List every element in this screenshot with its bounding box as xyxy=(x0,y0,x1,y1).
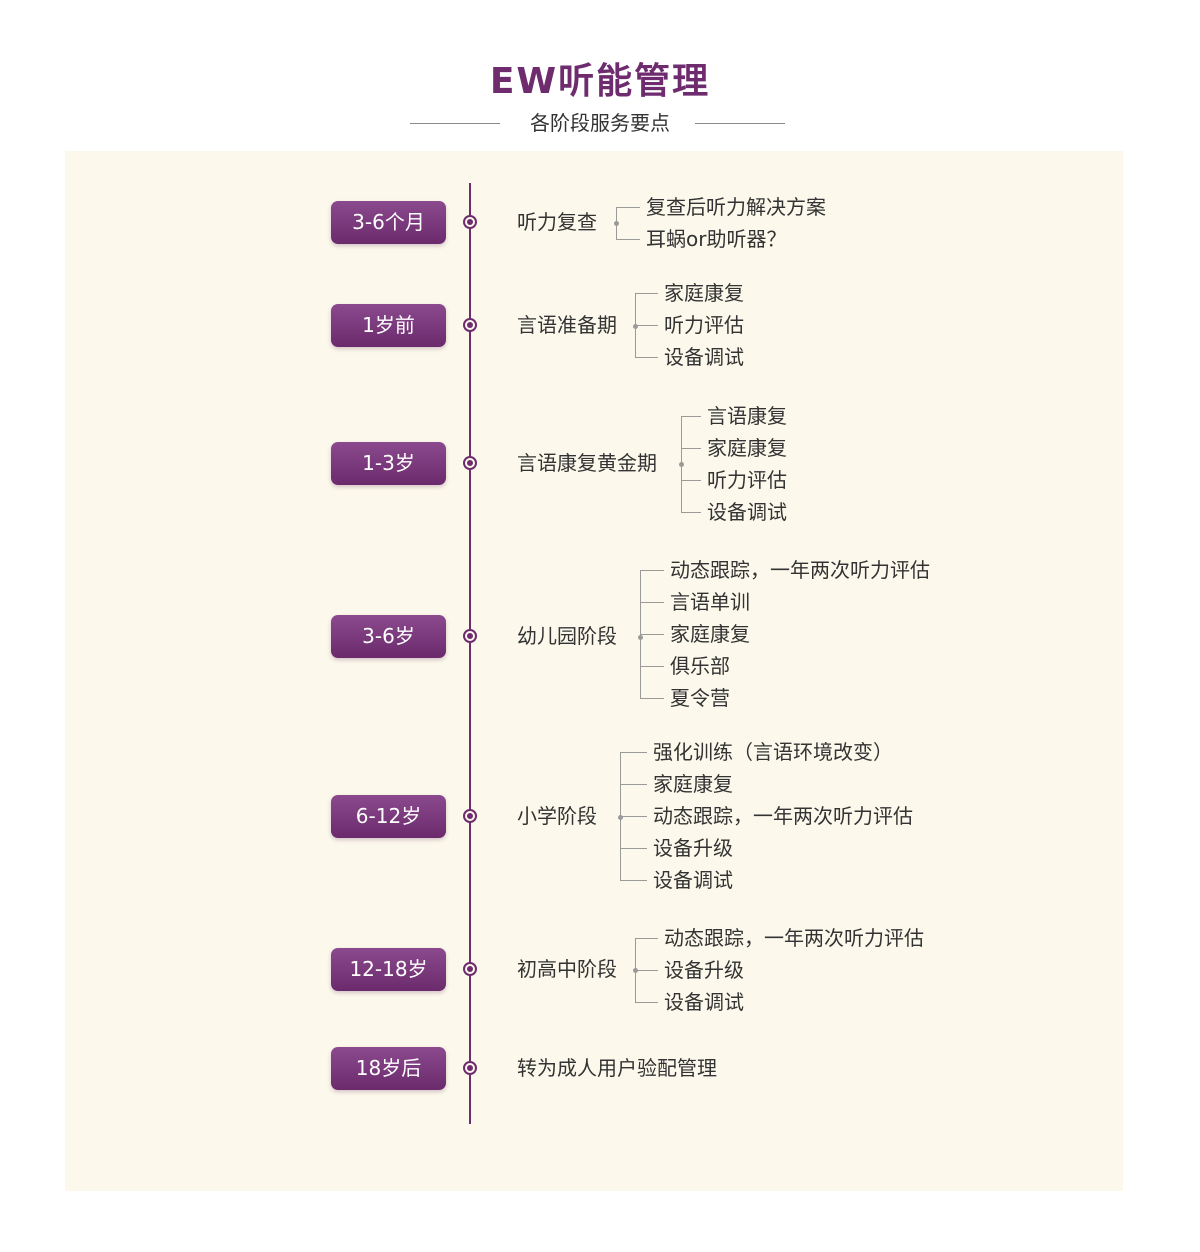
bracket-tick xyxy=(635,325,658,326)
bracket-tick xyxy=(640,602,664,603)
bracket-tick xyxy=(620,816,647,817)
bracket-tick xyxy=(635,970,658,971)
service-item: 强化训练（言语环境改变） xyxy=(653,740,893,764)
timeline-node-icon xyxy=(463,962,477,976)
bracket-tick xyxy=(616,207,640,208)
bracket-tick xyxy=(640,570,664,571)
bracket-tick xyxy=(620,784,647,785)
bracket-tick xyxy=(635,1002,658,1003)
page-title: EW听能管理 xyxy=(489,61,711,102)
bracket-connector-dot xyxy=(633,324,638,329)
service-item: 设备调试 xyxy=(707,500,787,524)
bracket-tick xyxy=(635,293,658,294)
subtitle-divider-left xyxy=(410,123,500,124)
stage-badge: 1-3岁 xyxy=(331,442,446,485)
bracket-tick xyxy=(681,480,701,481)
service-item: 设备升级 xyxy=(664,958,744,982)
service-item: 家庭康复 xyxy=(653,772,733,796)
subtitle-divider-right xyxy=(695,123,785,124)
stage-badge: 6-12岁 xyxy=(331,795,446,838)
bracket-tick xyxy=(620,880,647,881)
timeline-node-icon xyxy=(463,809,477,823)
service-item: 设备升级 xyxy=(653,836,733,860)
bracket-tick xyxy=(681,512,701,513)
bracket-connector-dot xyxy=(638,635,643,640)
service-item: 家庭康复 xyxy=(664,281,744,305)
service-item: 复查后听力解决方案 xyxy=(646,195,826,219)
service-item: 家庭康复 xyxy=(707,436,787,460)
bracket-tick xyxy=(640,666,664,667)
timeline-node-icon xyxy=(463,1061,477,1075)
service-item: 俱乐部 xyxy=(670,654,730,678)
service-item: 设备调试 xyxy=(664,345,744,369)
phase-label: 听力复查 xyxy=(517,210,597,234)
service-item: 耳蜗or助听器？ xyxy=(646,227,787,251)
timeline-node-icon xyxy=(463,629,477,643)
subtitle-row: 各阶段服务要点 xyxy=(0,108,1200,138)
bracket-connector-dot xyxy=(614,221,619,226)
bracket-tick xyxy=(620,752,647,753)
stage-badge: 18岁后 xyxy=(331,1047,446,1090)
phase-label: 言语准备期 xyxy=(517,313,617,337)
service-item: 设备调试 xyxy=(664,990,744,1014)
phase-label: 幼儿园阶段 xyxy=(517,624,617,648)
stage-badge: 3-6个月 xyxy=(331,201,446,244)
bracket-tick xyxy=(635,938,658,939)
phase-label: 初高中阶段 xyxy=(517,957,617,981)
timeline-panel xyxy=(65,151,1123,1191)
phase-label: 转为成人用户验配管理 xyxy=(517,1056,717,1080)
stage-badge: 3-6岁 xyxy=(331,615,446,658)
service-item: 言语单训 xyxy=(670,590,750,614)
bracket-tick xyxy=(681,448,701,449)
bracket-tick xyxy=(640,634,664,635)
timeline-axis xyxy=(469,183,471,1124)
service-item: 动态跟踪，一年两次听力评估 xyxy=(653,804,913,828)
service-item: 言语康复 xyxy=(707,404,787,428)
timeline-node-icon xyxy=(463,318,477,332)
service-item: 动态跟踪，一年两次听力评估 xyxy=(670,558,930,582)
bracket-tick xyxy=(640,698,664,699)
service-item: 夏令营 xyxy=(670,686,730,710)
service-item: 家庭康复 xyxy=(670,622,750,646)
phase-label: 言语康复黄金期 xyxy=(517,451,657,475)
service-item: 听力评估 xyxy=(664,313,744,337)
timeline-node-icon xyxy=(463,215,477,229)
phase-label: 小学阶段 xyxy=(517,804,597,828)
stage-badge: 12-18岁 xyxy=(331,948,446,991)
timeline-node-icon xyxy=(463,456,477,470)
bracket-tick xyxy=(616,239,640,240)
stage-badge: 1岁前 xyxy=(331,304,446,347)
bracket-connector-dot xyxy=(633,968,638,973)
service-item: 动态跟踪，一年两次听力评估 xyxy=(664,926,924,950)
bracket-tick xyxy=(620,848,647,849)
page-subtitle: 各阶段服务要点 xyxy=(530,111,670,135)
service-item: 设备调试 xyxy=(653,868,733,892)
bracket-tick xyxy=(635,357,658,358)
bracket-tick xyxy=(681,416,701,417)
service-item: 听力评估 xyxy=(707,468,787,492)
bracket-connector-dot xyxy=(618,815,623,820)
bracket-connector-dot xyxy=(679,462,684,467)
